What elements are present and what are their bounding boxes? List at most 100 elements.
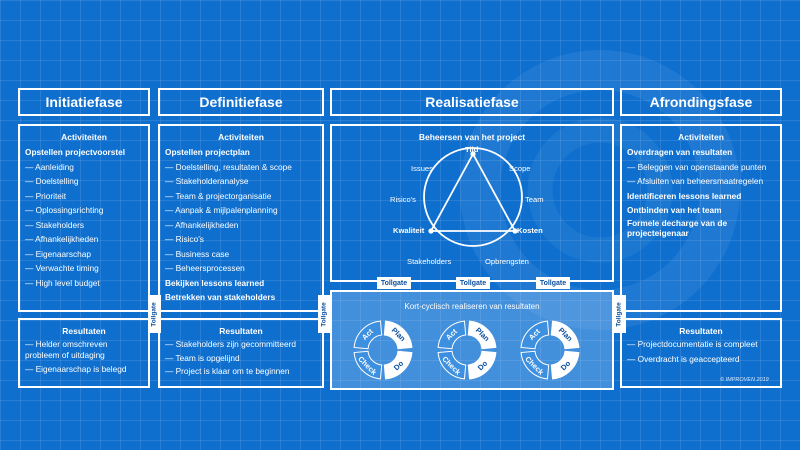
pdca-segment-do: [383, 350, 413, 380]
activity-item: Beleggen van openstaande punten: [627, 160, 776, 175]
activity-item: Betrekken van stakeholders: [165, 292, 276, 302]
result-item: Helder omschreven probleem of uitdaging: [25, 339, 142, 360]
tollgate-sprint-1: Tollgate: [377, 277, 411, 289]
control-circle: [423, 147, 523, 247]
control-triangle-diagram: [423, 147, 523, 247]
node-kwaliteit: [428, 228, 434, 234]
pdca-segment-plan: [383, 320, 413, 350]
activity-item: High level budget: [25, 276, 148, 291]
tollgate-label: Tollgate: [151, 301, 158, 327]
activity-item: Overdragen van resultaten: [627, 147, 733, 157]
phase-title-realisatie: Realisatiefase: [425, 94, 519, 110]
activities-list-initiatie: Opstellen projectvoorstel Aanleiding Doe…: [20, 145, 148, 290]
activity-item: Ontbinden van het team: [627, 205, 722, 215]
label-tijd: Tijd: [465, 145, 479, 154]
label-opbrengsten: Opbrengsten: [485, 257, 529, 266]
pdca-segment-plan: [467, 320, 497, 350]
results-heading-definitie: Resultaten: [219, 326, 263, 336]
activity-item: Stakeholderanalyse: [165, 174, 322, 189]
manage-heading: Beheersen van het project: [418, 132, 526, 142]
pdca-segment-act: [353, 320, 383, 350]
phase-title-initiatie: Initiatiefase: [45, 94, 123, 110]
node-kosten: [512, 228, 518, 234]
pdca-segment-check: [437, 350, 467, 380]
activity-item: Afsluiten van beheersmaatregelen: [627, 174, 776, 189]
tollgate-sprint-3: Tollgate: [536, 277, 570, 289]
label-risicos: Risico's: [390, 195, 416, 204]
result-item: Eigenaarschap is belegd: [25, 364, 142, 375]
label-stakeholders: Stakeholders: [407, 257, 452, 266]
results-heading-initiatie: Resultaten: [62, 326, 106, 336]
activities-heading-afronding: Activiteiten: [678, 132, 724, 142]
activities-list-definitie: Opstellen projectplan Doelstelling, resu…: [160, 145, 322, 305]
tollgate-definitie-realisatie: Tollgate: [318, 295, 331, 333]
activity-item: Identificeren lessons learned: [627, 190, 742, 201]
result-item: Stakeholders zijn gecommitteerd: [165, 339, 322, 350]
phase-title-definitie: Definitiefase: [199, 94, 283, 110]
activity-item: Verwachte timing: [25, 261, 148, 276]
activities-box-afronding: Activiteiten Overdragen van resultaten B…: [620, 124, 782, 312]
results-list-afronding: Projectdocumentatie is compleet Overdrac…: [622, 339, 780, 364]
activity-item: Aanpak & mijlpalenplanning: [165, 203, 322, 218]
phase-header-initiatie: Initiatiefase: [18, 88, 150, 116]
activities-heading-definitie: Activiteiten: [218, 132, 264, 142]
control-triangle: [429, 152, 517, 232]
activity-item: Doelstelling: [25, 174, 148, 189]
results-box-initiatie: Resultaten Helder omschreven probleem of…: [18, 318, 150, 388]
tollgate-label: Tollgate: [321, 301, 328, 327]
activity-item: Formele decharge van de projecteigenaar: [627, 217, 728, 239]
results-list-initiatie: Helder omschreven probleem of uitdaging …: [20, 339, 148, 375]
label-issues: Issues: [411, 164, 433, 173]
results-box-afronding: Resultaten Projectdocumentatie is comple…: [620, 318, 782, 388]
tollgate-sprint-2: Tollgate: [456, 277, 490, 289]
phase-header-afronding: Afrondingsfase: [620, 88, 782, 116]
activity-item: Business case: [165, 247, 322, 262]
result-item: Projectdocumentatie is compleet: [627, 339, 780, 350]
activity-item: Bekijken lessons learned: [165, 277, 265, 288]
tollgate-initiatie-definitie: Tollgate: [148, 295, 161, 333]
activity-item: Opstellen projectvoorstel: [25, 147, 126, 157]
results-heading-afronding: Resultaten: [679, 326, 723, 336]
phase-header-definitie: Definitiefase: [158, 88, 324, 116]
tollgate-realisatie-afronding: Tollgate: [613, 295, 626, 333]
tollgate-label: Tollgate: [380, 279, 408, 287]
tollgate-label: Tollgate: [616, 301, 623, 327]
pdca-segment-plan: [550, 320, 580, 350]
pdca-segment-act: [437, 320, 467, 350]
cycle-heading: Kort-cyclisch realiseren van resultaten: [404, 302, 540, 311]
pdca-segment-check: [520, 350, 550, 380]
result-item: Project is klaar om te beginnen: [165, 366, 322, 377]
activity-item: Afhankelijkheden: [25, 232, 148, 247]
label-scope: Scope: [509, 164, 531, 173]
activities-heading-initiatie: Activiteiten: [61, 132, 107, 142]
copyright-text: © IMPROVEN 2019: [720, 377, 769, 383]
activity-item: Doelstelling, resultaten & scope: [165, 160, 322, 175]
label-team: Team: [525, 195, 544, 204]
activity-item: Prioriteit: [25, 189, 148, 204]
activity-item: Oplossingsrichting: [25, 203, 148, 218]
tollgate-label: Tollgate: [459, 279, 487, 287]
node-tijd: [470, 151, 476, 157]
pdca-segment-do: [467, 350, 497, 380]
result-item: Team is opgelijnd: [165, 353, 322, 364]
activity-item: Opstellen projectplan: [165, 147, 250, 157]
label-kwaliteit: Kwaliteit: [393, 226, 425, 235]
pdca-segment-check: [353, 350, 383, 380]
activity-item: Beheersprocessen: [165, 261, 322, 276]
activity-item: Afhankelijkheden: [165, 218, 322, 233]
activity-item: Aanleiding: [25, 160, 148, 175]
results-list-definitie: Stakeholders zijn gecommitteerd Team is …: [160, 339, 322, 377]
phase-header-realisatie: Realisatiefase: [330, 88, 614, 116]
activity-item: Team & projectorganisatie: [165, 189, 322, 204]
pdca-segment-do: [550, 350, 580, 380]
activity-item: Eigenaarschap: [25, 247, 148, 262]
results-box-definitie: Resultaten Stakeholders zijn gecommittee…: [158, 318, 324, 388]
phase-title-afronding: Afrondingsfase: [649, 94, 753, 110]
activities-box-initiatie: Activiteiten Opstellen projectvoorstel A…: [18, 124, 150, 312]
result-item: Overdracht is geaccepteerd: [627, 354, 780, 365]
activity-item: Stakeholders: [25, 218, 148, 233]
pdca-segment-act: [520, 320, 550, 350]
